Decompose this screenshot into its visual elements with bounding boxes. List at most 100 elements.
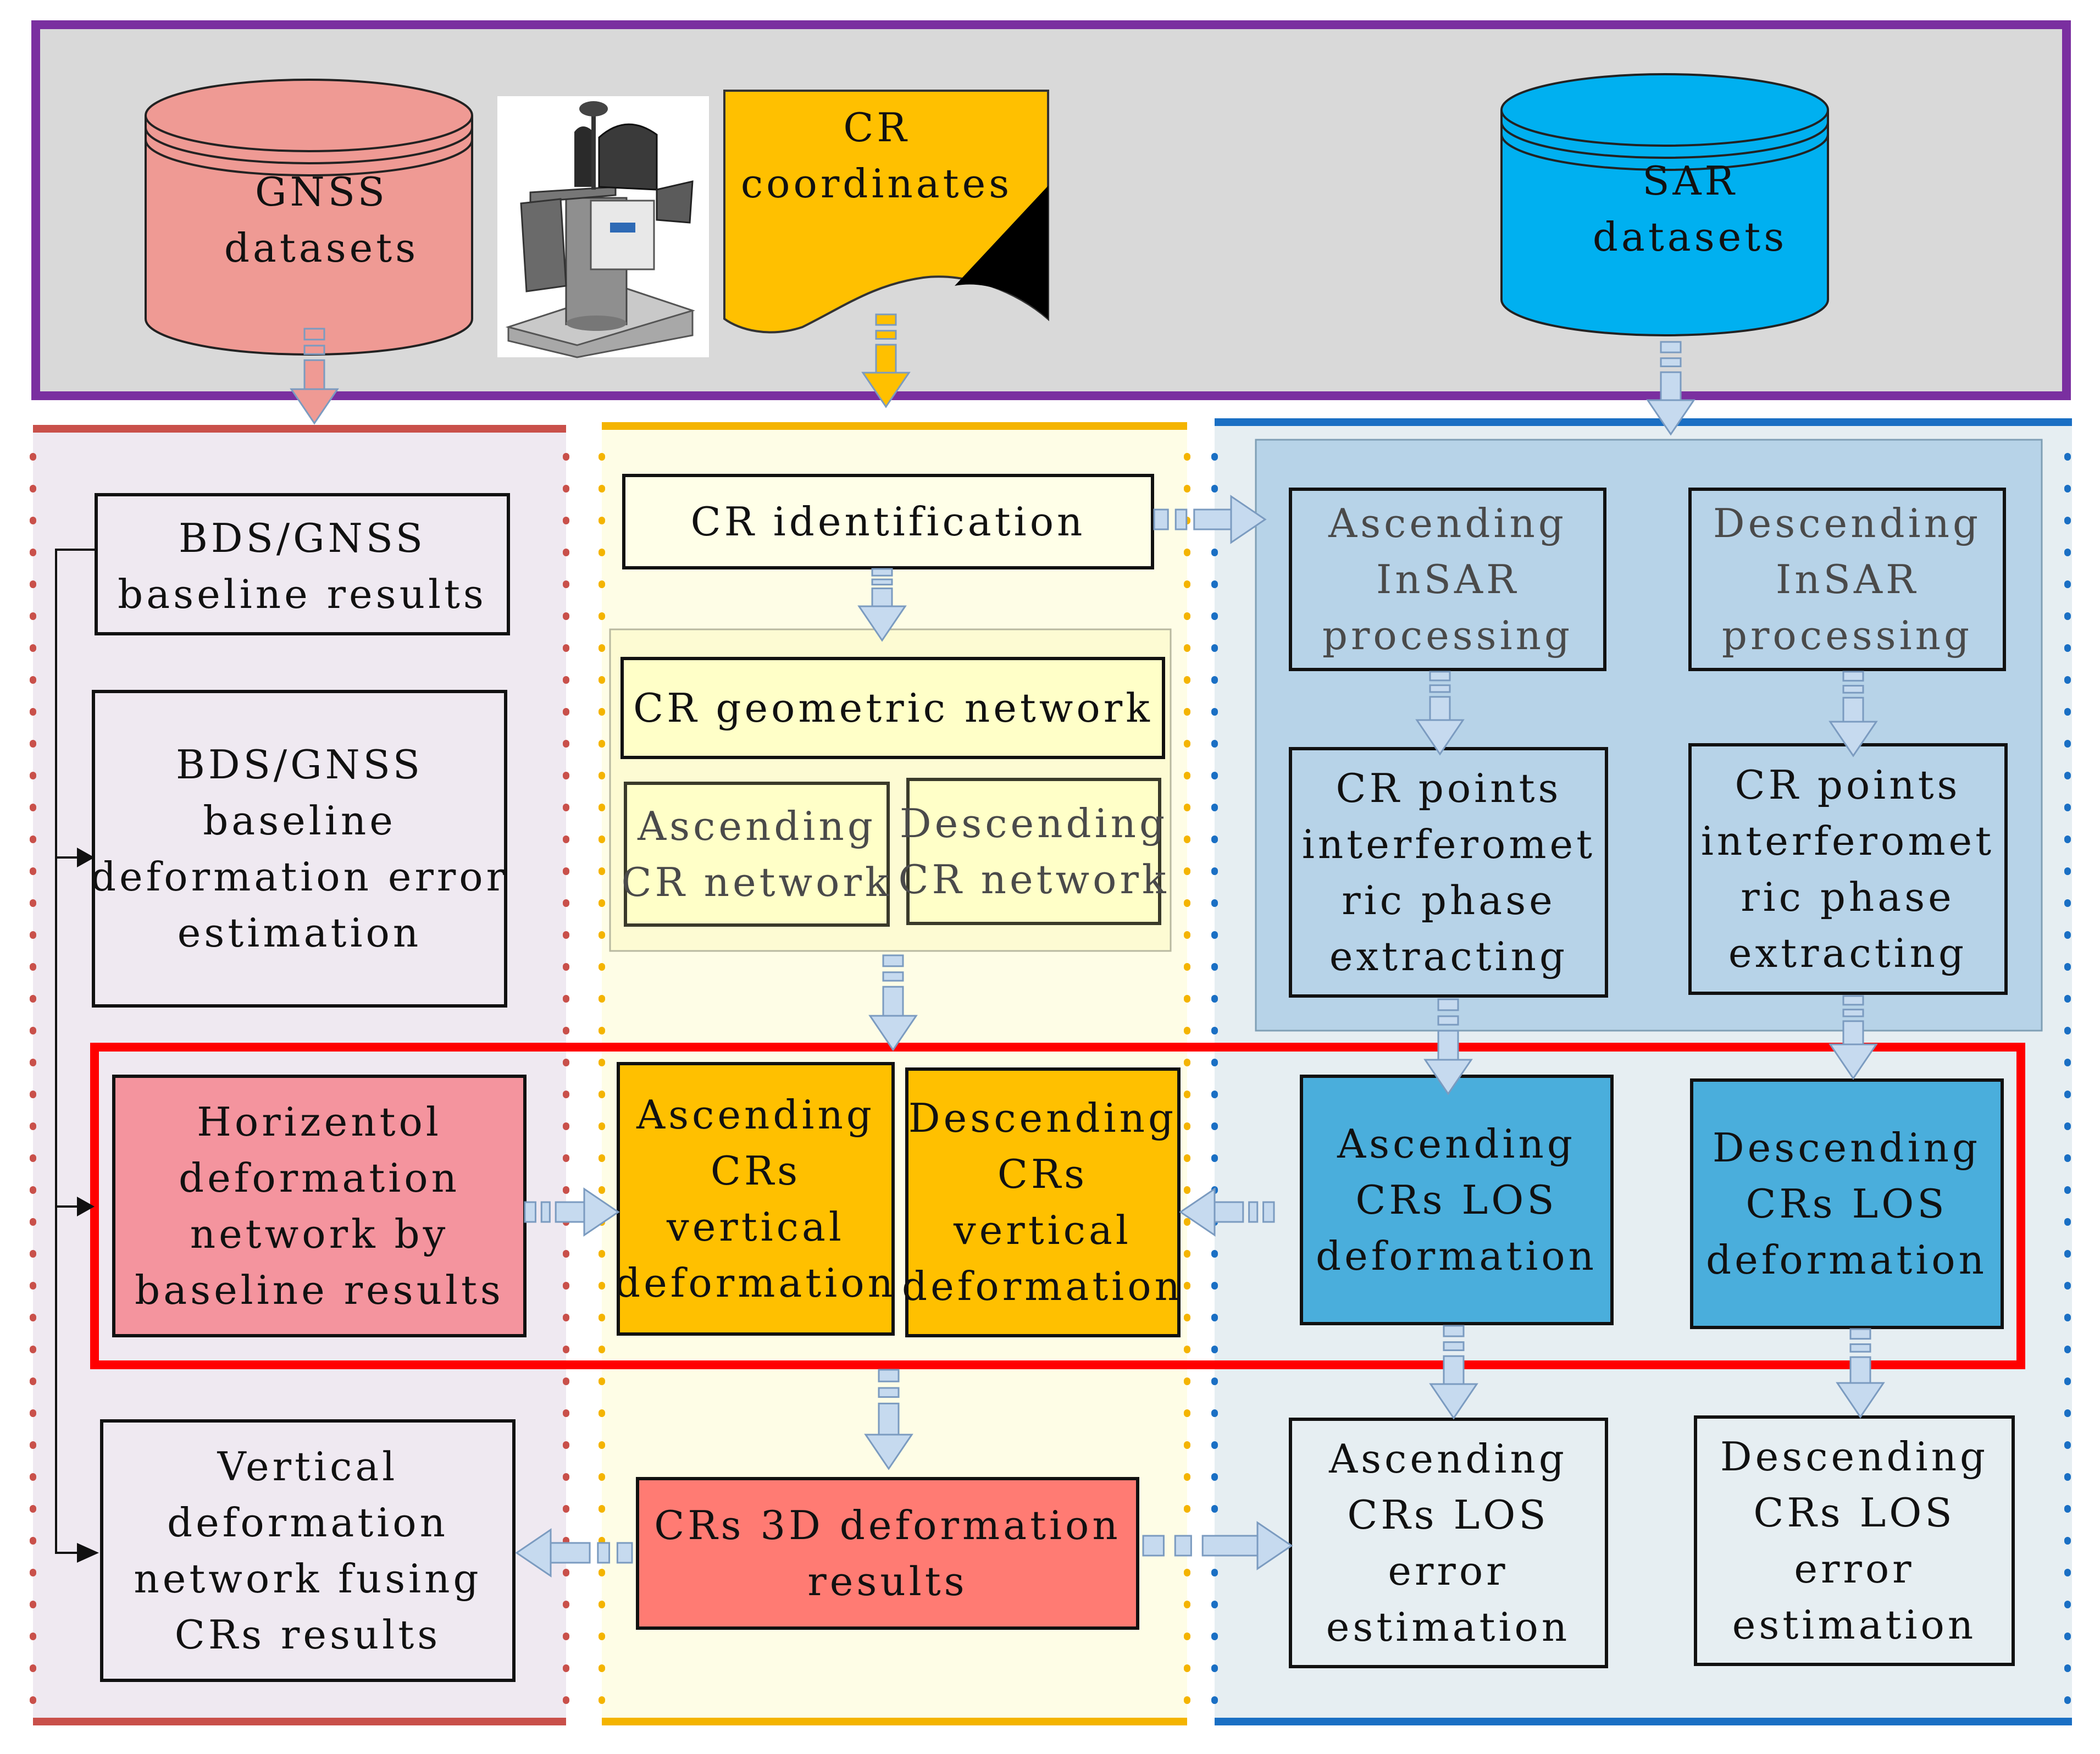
label-line: CRs results	[175, 1612, 441, 1658]
label-line: extracting	[1329, 933, 1568, 980]
label-line: deformation	[902, 1263, 1183, 1309]
label-line: Ascending	[636, 1092, 875, 1138]
label-line: deformation error	[91, 854, 508, 900]
arrow-network-to-vertical	[868, 954, 918, 1052]
label-line: CRs LOS	[1753, 1490, 1955, 1536]
label-line: Ascending	[1328, 500, 1567, 546]
label-line: Descending	[1713, 500, 1981, 546]
label-line: estimation	[1732, 1602, 1976, 1648]
descending-cr-network-box: Descending CR network	[898, 778, 1169, 925]
deformation-highlight-frame	[90, 1043, 2025, 1369]
label-line: estimation	[1326, 1604, 1570, 1650]
label-line: BDS/GNSS	[176, 742, 423, 788]
label-line: CRs	[998, 1151, 1088, 1197]
label-line: vertical	[666, 1204, 845, 1250]
arrow-identification-to-insar	[1153, 495, 1267, 544]
label-line: processing	[1322, 612, 1573, 659]
label-line: Ascending	[1328, 1436, 1567, 1482]
label-line: CR points	[1735, 762, 1961, 808]
label-line: interferomet	[1302, 821, 1595, 867]
label-line: network by	[190, 1211, 449, 1257]
gnss-datasets-database: GNSS datasets	[145, 79, 473, 356]
label-line: CRs LOS	[1746, 1181, 1947, 1227]
arrow-cr-to-panel	[861, 313, 911, 408]
label-line: estimation	[178, 910, 422, 956]
label-line: CR network	[898, 856, 1169, 903]
label-line: ric phase	[1342, 877, 1556, 923]
horizontal-deformation-network-label: Horizentol deformation network by baseline …	[135, 1099, 504, 1313]
label-line: baseline	[203, 798, 396, 844]
label-line: extracting	[1728, 930, 1967, 976]
label-line: deformation	[1316, 1233, 1597, 1279]
label-line: Horizentol	[197, 1099, 442, 1145]
label-line: baseline results	[135, 1267, 504, 1313]
label-line: SAR	[1642, 158, 1738, 204]
label-line: CR network	[621, 859, 892, 905]
arrow-asc-phase-to-los	[1423, 998, 1473, 1095]
label-line: error	[1388, 1548, 1508, 1594]
label-line: datasets	[224, 225, 419, 271]
label-line: InSAR	[1376, 556, 1519, 602]
horizontal-deformation-network-box: Horizentol deformation network by baseline …	[112, 1075, 527, 1337]
gnss-bracket-connector	[55, 549, 99, 1563]
label-line: CRs LOS	[1355, 1177, 1557, 1223]
label-line: GNSS	[255, 169, 388, 215]
label-line: Descending	[1720, 1434, 1988, 1480]
label-line: error	[1794, 1546, 1914, 1592]
label-line: interferomet	[1701, 818, 1994, 864]
arrow-asc-los-to-error	[1429, 1325, 1478, 1420]
arrow-sar-to-panel	[1646, 341, 1695, 436]
label-line: Descending	[1713, 1125, 1981, 1171]
label-line: Descending	[900, 800, 1168, 846]
label-line: ric phase	[1741, 874, 1955, 920]
arrow-los-to-desc-vertical	[1179, 1187, 1275, 1237]
label-line: CRs	[711, 1148, 801, 1194]
arrow-desc-insar-to-phase	[1829, 671, 1878, 757]
ascending-cr-network-label: Ascending CR network	[621, 803, 892, 905]
arrow-desc-phase-to-los	[1829, 995, 1878, 1080]
cr-identification-label: CR identification	[691, 499, 1086, 545]
label-line: InSAR	[1776, 556, 1919, 602]
arrow-desc-los-to-error	[1836, 1328, 1885, 1419]
descending-cr-phase-extracting-box: CR points interferomet ric phase extracting	[1688, 743, 2008, 995]
corner-reflector-device-image	[497, 96, 709, 358]
label-line: Descending	[908, 1095, 1177, 1141]
bds-gnss-error-estimation-label: BDS/GNSS baseline deformation error estimat…	[91, 742, 508, 956]
arrow-identification-to-network	[857, 568, 907, 642]
label-line: CR	[843, 104, 910, 151]
descending-cr-phase-extracting-label: CR points interferomet ric phase extracting	[1701, 762, 1994, 976]
label-line: vertical	[953, 1207, 1132, 1253]
label-line: deformation	[179, 1155, 460, 1201]
label-line: baseline results	[118, 571, 487, 617]
label-line: Vertical	[217, 1443, 398, 1490]
label-line: Ascending	[637, 803, 876, 849]
label-line: network fusing	[134, 1556, 481, 1602]
arrow-3d-to-vertical-network	[515, 1528, 633, 1578]
label-line: CR identification	[691, 499, 1086, 545]
label-line: CRs 3D deformation	[654, 1502, 1121, 1548]
arrow-gnss-to-panel	[290, 328, 339, 425]
